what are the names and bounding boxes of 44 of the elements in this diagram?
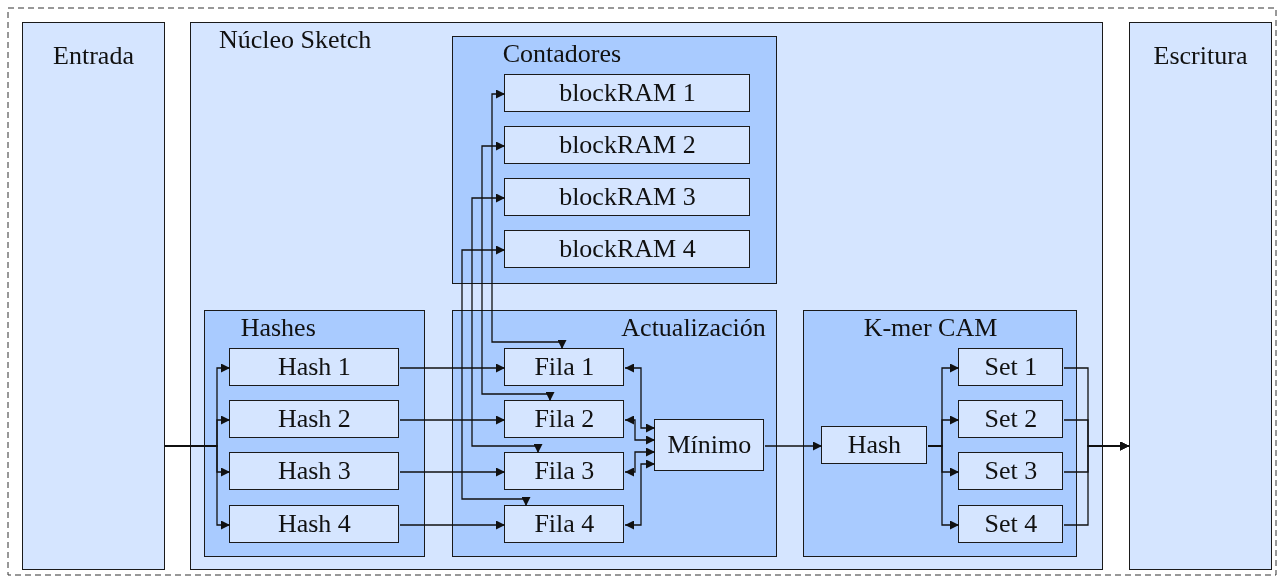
process-box: blockRAM 2 [504, 126, 751, 165]
process-box: blockRAM 3 [504, 178, 751, 217]
arrow [764, 441, 823, 451]
group-box [451, 309, 777, 557]
process-box: blockRAM 4 [504, 230, 751, 269]
arrow [399, 363, 506, 373]
arrow [399, 415, 506, 425]
process-box: Mínimo [654, 419, 765, 472]
process-box: Hash 4 [229, 505, 400, 544]
process-box: Hash [821, 426, 928, 465]
arrow [624, 415, 656, 445]
arrow [491, 89, 567, 350]
arrow [1063, 441, 1130, 526]
arrow [624, 363, 656, 433]
group-title: Actualización [621, 312, 766, 343]
group-title: Hashes [240, 312, 316, 343]
arrow [481, 141, 555, 402]
process-box: Hash 2 [229, 400, 400, 439]
process-box: Fila 2 [504, 400, 625, 439]
stage-panel: Entrada [22, 22, 165, 570]
group-title: Contadores [502, 38, 622, 69]
group-title: Núcleo Sketch [219, 25, 372, 55]
process-box: Set 4 [958, 505, 1064, 544]
group-box [802, 309, 1077, 557]
arrow [399, 467, 506, 477]
process-box: blockRAM 1 [504, 74, 751, 113]
group-box [451, 35, 777, 284]
arrow [461, 245, 531, 507]
process-box: Fila 1 [504, 348, 625, 387]
arrow [624, 459, 656, 530]
process-box: Set 3 [958, 452, 1064, 491]
process-box: Fila 3 [504, 452, 625, 491]
group-box [203, 309, 425, 557]
process-box: Hash 3 [229, 452, 400, 491]
arrow [471, 193, 543, 454]
stage-panel: Escritura [1129, 22, 1272, 570]
arrow [624, 447, 656, 477]
group-box [190, 22, 1103, 570]
group-title: K-mer CAM [863, 312, 998, 343]
process-box: Set 2 [958, 400, 1064, 439]
process-box: Set 1 [958, 348, 1064, 387]
arrow [399, 520, 506, 530]
process-box: Fila 4 [504, 505, 625, 544]
process-box: Hash 1 [229, 348, 400, 387]
